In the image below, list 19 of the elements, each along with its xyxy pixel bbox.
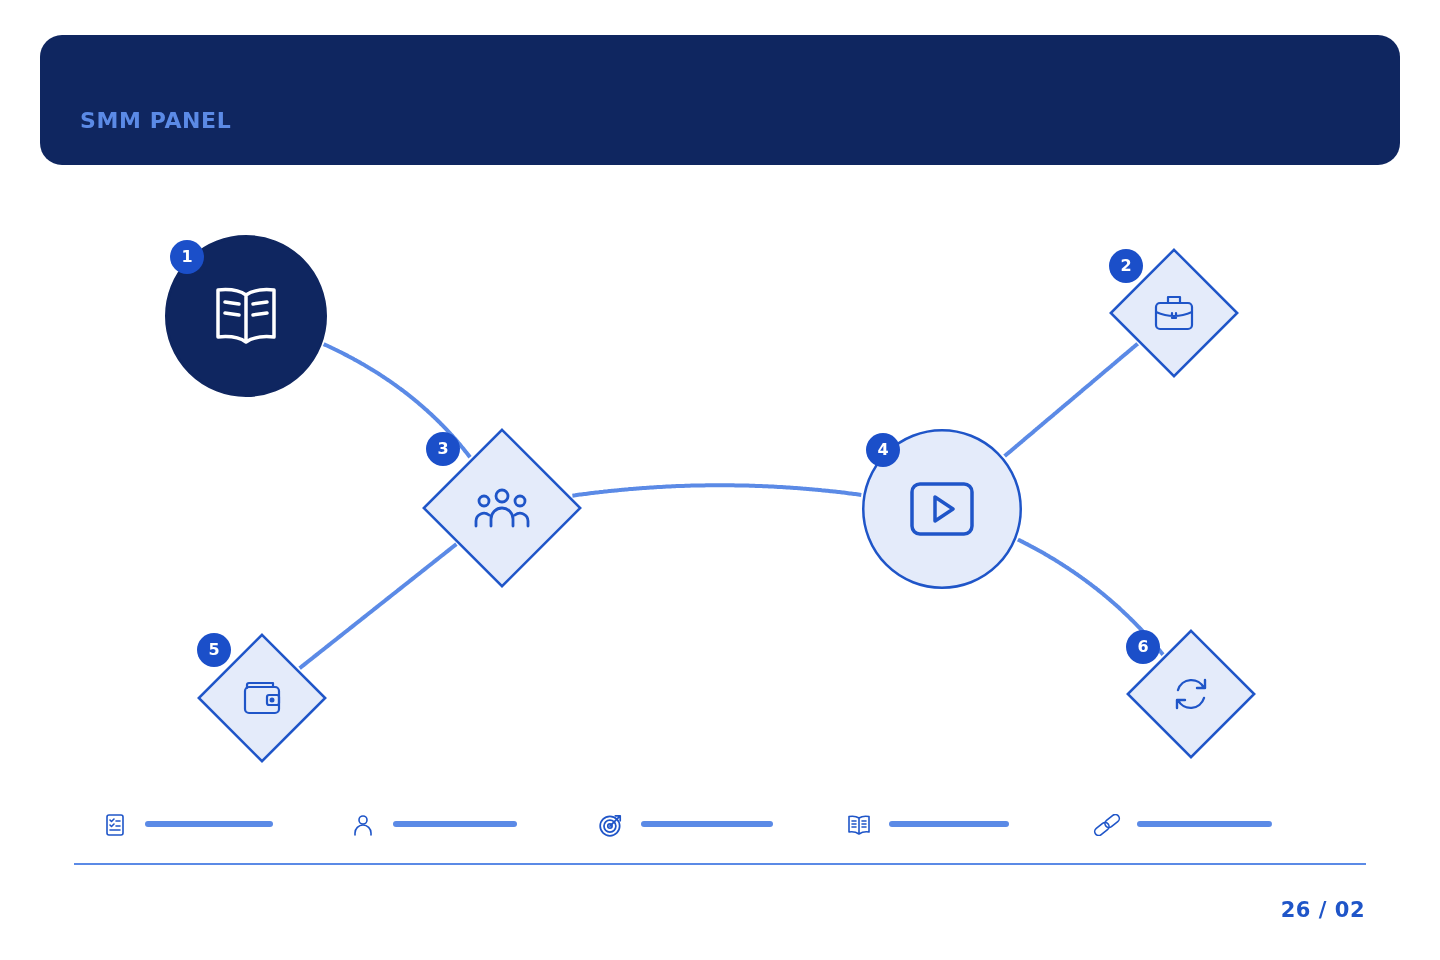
circle-node xyxy=(862,429,1022,589)
number-badge: 1 xyxy=(170,240,204,274)
connector-line xyxy=(1003,342,1139,458)
diamond-node xyxy=(197,633,327,763)
panel-title: SMM PANEL xyxy=(80,108,232,133)
number-badge: 3 xyxy=(426,432,460,466)
diamond-node xyxy=(422,428,582,588)
diamond-node xyxy=(1126,629,1256,759)
page-number: 26 / 02 xyxy=(1280,898,1365,922)
number-badge: 6 xyxy=(1126,630,1160,664)
number-badge: 2 xyxy=(1109,249,1143,283)
number-badge: 5 xyxy=(197,633,231,667)
circle-node xyxy=(165,235,327,397)
connector-line xyxy=(298,542,458,670)
connector-line xyxy=(322,342,472,459)
diamond-node xyxy=(1109,248,1239,378)
connector-line xyxy=(1016,537,1165,656)
number-badge: 4 xyxy=(866,433,900,467)
connector-line xyxy=(571,483,862,498)
